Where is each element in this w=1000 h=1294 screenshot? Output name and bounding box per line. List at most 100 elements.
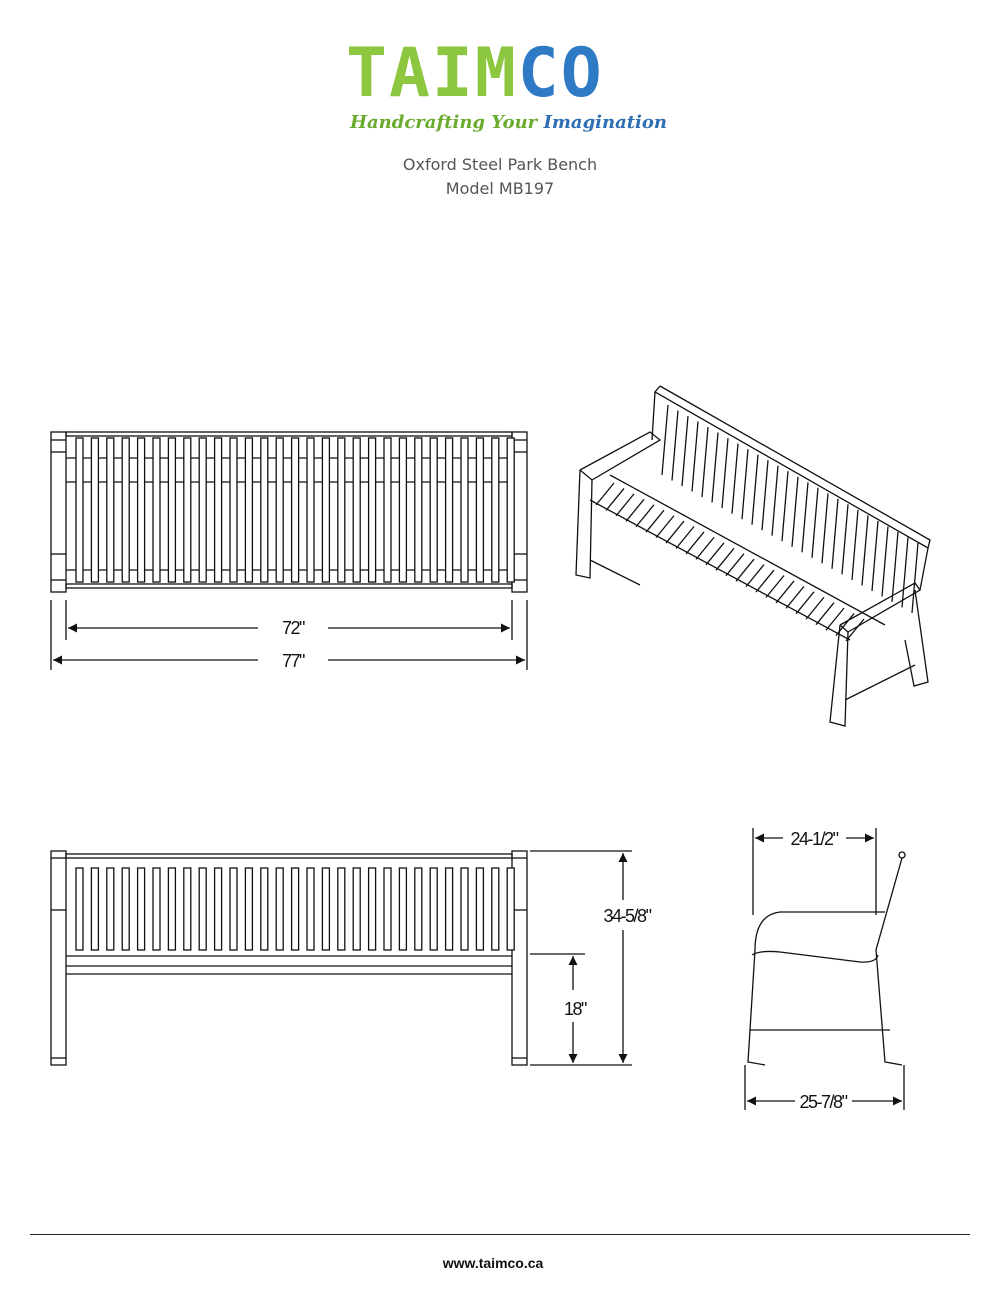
- seat-slat: [460, 437, 469, 583]
- right-stretcher: [844, 664, 916, 701]
- back-slat: [352, 867, 361, 951]
- seat-slat: [121, 437, 130, 583]
- back-slat: [229, 867, 238, 951]
- product-name: Oxford Steel Park Bench: [402, 155, 598, 174]
- seat-slat: [715, 547, 735, 571]
- seat-slat: [367, 437, 377, 583]
- seat-slat: [695, 536, 715, 560]
- seat-slat: [229, 437, 238, 583]
- back-slat: [136, 867, 146, 951]
- back-slat: [337, 867, 346, 951]
- right-front-leg: [829, 624, 849, 727]
- seat-slat: [825, 607, 845, 631]
- back-slat: [275, 867, 284, 951]
- back-rail: [65, 431, 513, 437]
- seat-slat: [152, 437, 161, 583]
- back-slat: [781, 471, 789, 542]
- seat-slat: [198, 437, 207, 583]
- left-armrest: [579, 431, 662, 481]
- left-leg: [50, 850, 67, 1066]
- seat-slat: [785, 585, 805, 609]
- seat-slat: [595, 482, 615, 506]
- seat-slat: [321, 437, 331, 583]
- back-slat: [444, 867, 454, 951]
- seat-slat: [491, 437, 500, 583]
- back-slat: [183, 867, 192, 951]
- back-slat: [367, 867, 377, 951]
- back-slat: [731, 443, 739, 514]
- right-rear-leg: [904, 589, 929, 687]
- seat-slat: [615, 493, 635, 517]
- seat-slat: [414, 437, 423, 583]
- seat-slat: [675, 526, 695, 549]
- back-slat: [429, 867, 438, 951]
- logo-wordmark: TAIMCO: [346, 34, 604, 113]
- seat-slat: [755, 569, 775, 593]
- seat-slat: [735, 558, 755, 582]
- left-front-leg: [575, 469, 593, 579]
- back-left-post: [651, 391, 656, 441]
- seat-slat: [260, 437, 269, 583]
- back-slat: [801, 482, 809, 553]
- back-slat: [121, 867, 130, 951]
- seat-slat: [745, 564, 765, 588]
- dim-label-armrest-depth: 24-1/2": [791, 829, 839, 849]
- left-armrest: [50, 431, 67, 593]
- seat-slat: [75, 437, 84, 583]
- side-view: [747, 851, 906, 1066]
- right-leg: [511, 850, 528, 1066]
- back-slat: [771, 465, 779, 536]
- back-slat: [460, 867, 469, 951]
- top-rail: [65, 853, 513, 859]
- seat-slat: [685, 531, 705, 555]
- back-slat: [851, 509, 859, 580]
- isometric-view: [575, 385, 931, 727]
- seat-slat: [795, 591, 815, 615]
- seat-slat: [306, 437, 315, 583]
- front-view: [50, 850, 528, 1066]
- seat-slat: [106, 437, 115, 583]
- dim-seat-length: 72": [65, 600, 513, 640]
- seat-slat: [805, 596, 825, 620]
- back-slat: [711, 432, 719, 503]
- product-model: Model MB197: [445, 179, 555, 198]
- seat-slat: [635, 504, 655, 528]
- dim-label-seat-height: 18": [564, 999, 587, 1019]
- seat-slat: [705, 542, 725, 566]
- seat-slat: [845, 618, 865, 642]
- dim-overall-length: 77": [50, 600, 528, 671]
- website-link[interactable]: www.taimco.ca: [442, 1255, 544, 1271]
- seat-slat: [835, 613, 855, 636]
- seat-slat: [665, 520, 685, 544]
- seat-slat: [475, 437, 485, 583]
- back-slat: [106, 867, 115, 951]
- back-slat: [90, 867, 100, 951]
- back-slat: [701, 427, 709, 498]
- seat-slat: [183, 437, 192, 583]
- armrest-and-front-leg: [747, 911, 885, 1066]
- seat-back-edge: [609, 474, 886, 626]
- back-slat: [841, 504, 849, 575]
- seat-slat: [645, 509, 665, 533]
- back-slat: [260, 867, 269, 951]
- seat-slat: [775, 580, 795, 604]
- seat-slat: [167, 437, 177, 583]
- seat-slat: [244, 437, 254, 583]
- back-and-rear-leg: [875, 857, 903, 1066]
- back-slat: [831, 498, 839, 569]
- logo-tagline: Handcrafting Your Imagination: [350, 112, 667, 133]
- seat-slat: [655, 515, 675, 539]
- back-slat: [75, 867, 84, 951]
- back-slat: [791, 476, 799, 547]
- back-slat: [811, 487, 819, 558]
- seat-slat: [506, 437, 515, 583]
- back-slat: [751, 454, 759, 525]
- back-slat: [152, 867, 161, 951]
- seat-slat: [90, 437, 100, 583]
- back-slat: [871, 520, 879, 591]
- back-slat: [244, 867, 254, 951]
- seat-slat: [765, 575, 785, 598]
- back-slat: [290, 867, 300, 951]
- back-slat: [198, 867, 207, 951]
